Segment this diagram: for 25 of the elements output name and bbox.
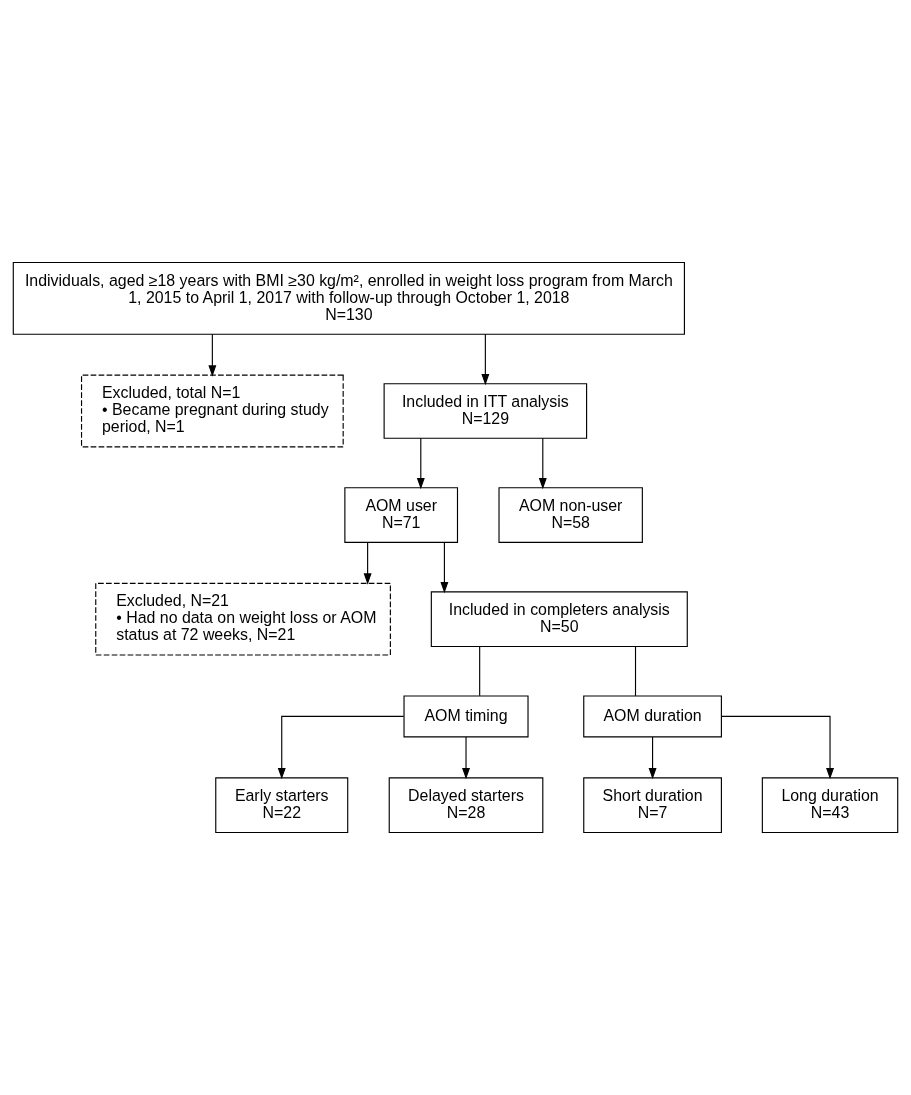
arrow bbox=[440, 541, 449, 594]
node-box: AOM user N=71 bbox=[344, 487, 459, 543]
node-box: Excluded, total N=1 • Became pregnant during study period, N=1 bbox=[80, 374, 344, 448]
node-box: Included in completers analysis N=50 bbox=[430, 591, 688, 648]
arrow bbox=[208, 333, 217, 377]
connector bbox=[634, 646, 637, 697]
connector bbox=[479, 646, 481, 697]
arrow bbox=[363, 541, 372, 585]
arrow bbox=[721, 715, 835, 780]
node-box: Long duration N=43 bbox=[761, 777, 899, 834]
node-box: Included in ITT analysis N=129 bbox=[383, 383, 588, 439]
arrow bbox=[277, 715, 405, 780]
node-box: Early starters N=22 bbox=[215, 777, 349, 834]
node-box: Short duration N=7 bbox=[583, 777, 722, 834]
arrow bbox=[481, 333, 490, 386]
node-box: AOM timing bbox=[403, 695, 529, 738]
node-box: Excluded, N=21 • Had no data on weight loss or AOM status at 72 weeks, N=21 bbox=[95, 582, 391, 656]
node-box: AOM non-user N=58 bbox=[498, 487, 643, 543]
arrow bbox=[416, 437, 425, 490]
node-box: Delayed starters N=28 bbox=[388, 777, 544, 834]
arrow bbox=[648, 736, 657, 780]
arrow bbox=[462, 736, 470, 780]
node-box: AOM duration bbox=[583, 695, 722, 738]
node-box: Individuals, aged ≥18 years with BMI ≥30 kg/m², enrolled in weight loss program from March 1, 2015 to April 1, 2017 with follow-up through October 1, 2018 N=130 bbox=[12, 262, 685, 335]
arrow bbox=[538, 437, 547, 490]
